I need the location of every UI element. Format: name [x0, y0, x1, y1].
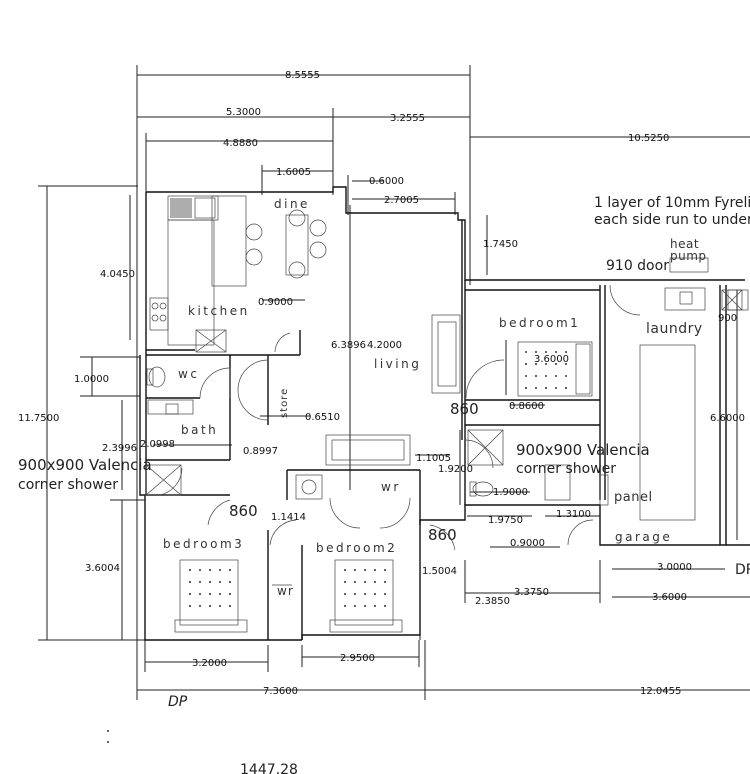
dim-7-3600: 7.3600: [263, 686, 298, 697]
dim-1-0000: 1.0000: [74, 374, 109, 385]
dim-0-8997: 0.8997: [243, 446, 278, 457]
note-shower-right-2: corner shower: [516, 461, 616, 477]
note-lining-1: 1 layer of 10mm Fyrelin: [594, 195, 750, 211]
note-dp-b: DP: [735, 562, 750, 578]
dim-6-3896: 6.3896: [331, 340, 366, 351]
label-dine: dine: [274, 197, 310, 211]
label-living: living: [374, 357, 421, 371]
dim-3-6000-b: 3.6000: [652, 592, 687, 603]
label-wr-bed3: wr: [277, 584, 294, 598]
doors: [159, 284, 641, 551]
note-shower-left-2: corner shower: [18, 477, 118, 493]
label-panel: panel: [614, 490, 653, 505]
dim-3-2555: 3.2555: [390, 113, 425, 124]
dim-10-5250: 10.5250: [628, 133, 669, 144]
dim-1-9000: 1.9000: [493, 487, 528, 498]
dimension-values: 8.5555 5.3000 3.2555 10.5250 4.8880 1.60…: [18, 70, 745, 697]
dim-900: 900: [718, 313, 737, 324]
dim-1-6005: 1.6005: [276, 167, 311, 178]
note-lining-2: each side run to unders: [594, 212, 750, 228]
building-walls: [139, 186, 750, 641]
annotations: 1 layer of 10mm Fyrelin each side run to…: [18, 195, 750, 774]
label-pump: pump: [670, 249, 707, 263]
dim-6-6000: 6.6000: [710, 413, 745, 424]
dim-2-7005: 2.7005: [384, 195, 419, 206]
dim-2-3996: 2.3996: [102, 443, 137, 454]
label-store: store: [279, 388, 290, 418]
dim-1-1005: 1.1005: [416, 453, 451, 464]
note-bottom: 1447.28: [240, 762, 298, 774]
label-garage: garage: [615, 530, 672, 544]
note-door-910: 910 door: [606, 258, 669, 274]
dim-2-3850: 2.3850: [475, 596, 510, 607]
note-door-860-a: 860: [450, 400, 479, 418]
label-bedroom2: bedroom2: [316, 541, 397, 555]
dim-0-6000: 0.6000: [369, 176, 404, 187]
stray-mark: [107, 730, 109, 732]
note-door-860-c: 860: [428, 526, 457, 544]
label-laundry: laundry: [646, 321, 703, 337]
room-labels: dine kitchen living wc bath store bedroo…: [163, 197, 707, 598]
note-shower-left-1: 900x900 Valencia: [18, 456, 152, 474]
note-door-860-b: 860: [229, 502, 258, 520]
dim-3-3750: 3.3750: [514, 587, 549, 598]
label-bedroom3: bedroom3: [163, 537, 244, 551]
dim-3-6004: 3.6004: [85, 563, 120, 574]
note-shower-right-1: 900x900 Valencia: [516, 441, 650, 459]
dim-0-6510: 0.6510: [305, 412, 340, 423]
dim-1-9200: 1.9200: [438, 464, 473, 475]
dim-4-8880: 4.8880: [223, 138, 258, 149]
dim-2-9500: 2.9500: [340, 653, 375, 664]
dim-0-8600: 0.8600: [509, 401, 544, 412]
dim-3-2000: 3.2000: [192, 658, 227, 669]
dim-3-0000: 3.0000: [657, 562, 692, 573]
dim-1-7450: 1.7450: [483, 239, 518, 250]
dim-2-0998: 2.0998: [140, 439, 175, 450]
dim-4-0450: 4.0450: [100, 269, 135, 280]
fixtures: [145, 195, 749, 633]
dim-8-5555: 8.5555: [285, 70, 320, 81]
label-bath: bath: [181, 423, 218, 437]
label-heat: heat: [670, 237, 699, 251]
stray-mark-2: [107, 741, 109, 743]
dim-5-3000: 5.3000: [226, 107, 261, 118]
label-wc: wc: [178, 367, 199, 381]
dim-1-5004: 1.5004: [422, 566, 457, 577]
label-wr-bed2: wr: [381, 480, 401, 494]
dim-3-6000-a: 3.6000: [534, 354, 569, 365]
dim-0-9000-a: 0.9000: [258, 297, 293, 308]
dim-11-7500: 11.7500: [18, 413, 59, 424]
note-dp-a: DP: [168, 694, 188, 710]
dim-1-1414: 1.1414: [271, 512, 306, 523]
label-bedroom1: bedroom1: [499, 316, 580, 330]
dim-4-2000: 4.2000: [367, 340, 402, 351]
dim-1-3100: 1.3100: [556, 509, 591, 520]
label-kitchen: kitchen: [188, 304, 250, 318]
dim-0-9000-b: 0.9000: [510, 538, 545, 549]
dim-1-9750: 1.9750: [488, 515, 523, 526]
dim-12-0455: 12.0455: [640, 686, 681, 697]
